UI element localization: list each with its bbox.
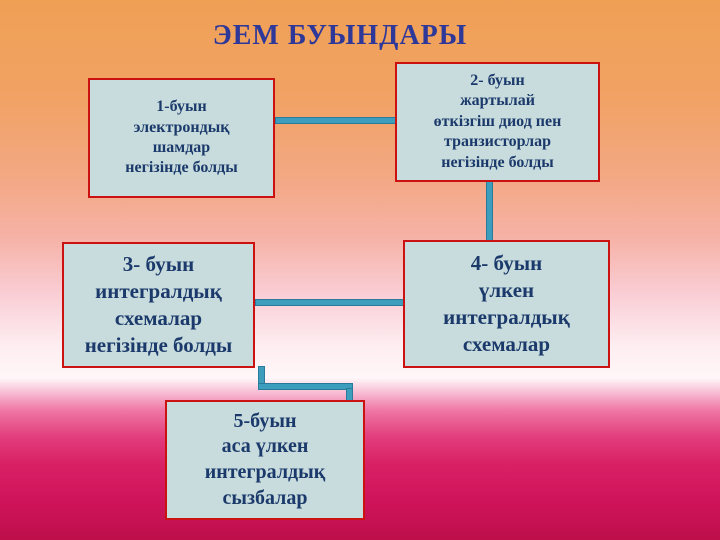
generation-4-box: 4- буын үлкен интегралдық схемалар [403, 240, 610, 368]
connector-box1-to-box2 [275, 117, 397, 124]
connector-box3-to-box4 [255, 299, 405, 306]
generation-1-box: 1-буын электрондық шамдар негізінде болд… [88, 78, 275, 198]
connector-box3-to-box5-horizontal [258, 383, 353, 390]
generation-3-box: 3- буын интегралдық схемалар негізінде б… [62, 242, 255, 368]
slide-title: ЭЕМ БУЫНДАРЫ [212, 20, 468, 51]
connector-box2-to-box4 [486, 180, 493, 242]
generation-2-box: 2- буын жартылай өткізгіш диод пен транз… [395, 62, 600, 182]
generation-5-box: 5-буын аса үлкен интегралдық сызбалар [165, 400, 365, 520]
